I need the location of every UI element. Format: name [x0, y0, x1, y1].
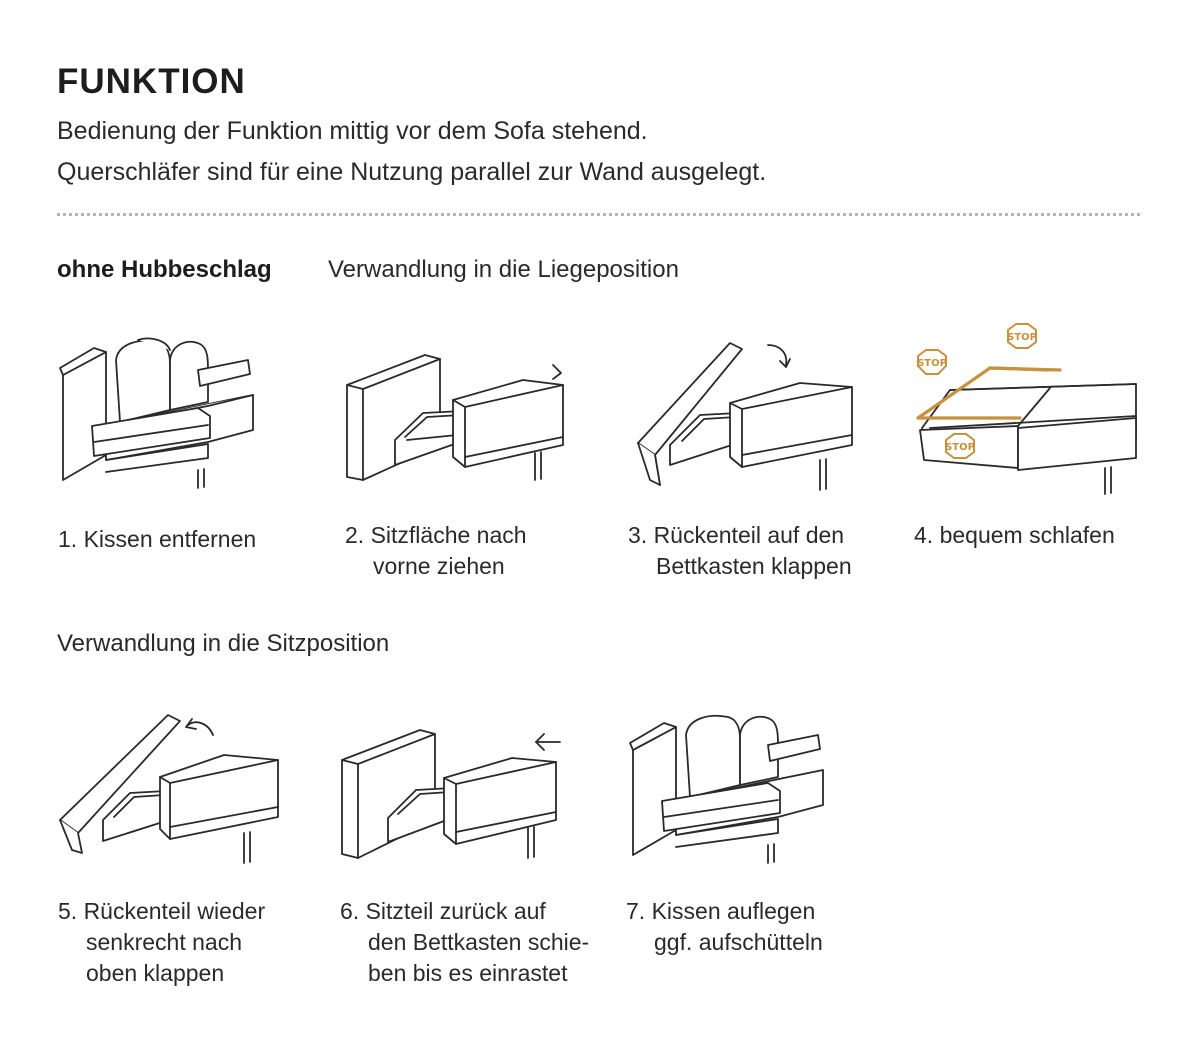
svg-text:STOP: STOP: [917, 358, 947, 369]
sofa-seat-pulled-icon: [346, 354, 564, 481]
stop-sign-3: STOP: [945, 433, 975, 459]
svg-text:STOP: STOP: [945, 442, 975, 453]
sofa-restored-icon: [629, 714, 824, 864]
bed-position-icon: STOP STOP STOP: [916, 323, 1137, 495]
section-label-sitzposition: Verwandlung in die Sitzposition: [57, 630, 390, 657]
step-5-caption: 5. Rückenteil wieder senkrecht nach oben…: [58, 898, 266, 986]
backrest-folding-down-icon: [637, 342, 853, 491]
intro-line-1: Bedienung der Funktion mittig vor dem So…: [57, 117, 648, 145]
sofa-with-cushions-icon: [59, 337, 254, 489]
seat-pushed-back-icon: [341, 729, 561, 859]
section-label-bold: ohne Hubbeschlag: [57, 256, 272, 283]
step-4-caption: 4. bequem schlafen: [914, 522, 1115, 548]
stop-sign-1: STOP: [917, 349, 947, 375]
step-3-caption: 3. Rückenteil auf den Bettkasten klappen: [628, 522, 852, 579]
intro-line-2: Querschläfer sind für eine Nutzung paral…: [57, 158, 767, 186]
section-label-liegeposition: Verwandlung in die Liegeposition: [328, 256, 679, 283]
stop-sign-2: STOP: [1007, 323, 1037, 349]
svg-text:STOP: STOP: [1007, 332, 1037, 343]
step-7-caption: 7. Kissen auflegen ggf. aufschütteln: [626, 898, 823, 955]
step-1-caption: 1. Kissen entfernen: [58, 526, 257, 552]
page-title: FUNKTION: [57, 62, 246, 101]
dotted-divider: [57, 213, 1140, 216]
step-2-caption: 2. Sitzfläche nach vorne ziehen: [345, 522, 527, 579]
step-6-caption: 6. Sitzteil zurück auf den Bettkasten sc…: [340, 898, 590, 986]
backrest-folding-up-icon: [59, 714, 279, 864]
